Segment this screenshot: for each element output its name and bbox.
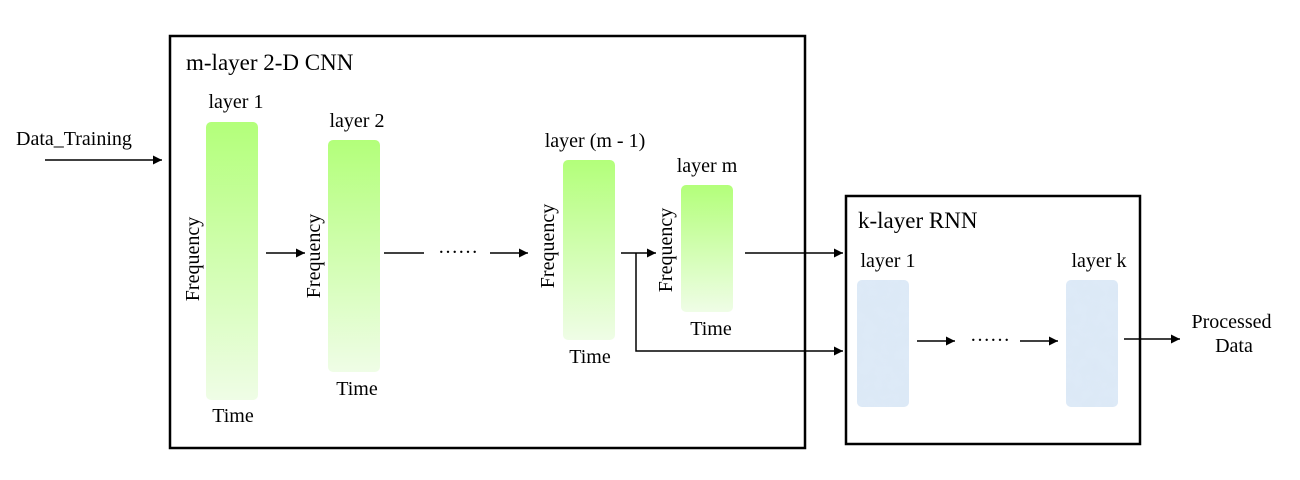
time-axis-label: Time	[690, 318, 732, 340]
cnn-layer-label: layer (m - 1)	[545, 130, 646, 152]
cnn-feature-map	[563, 160, 615, 340]
rnn-title: k-layer RNN	[858, 208, 978, 233]
cnn-ellipsis: ……	[438, 236, 478, 258]
rnn-ellipsis: ……	[970, 324, 1010, 346]
cnn-feature-map	[206, 122, 258, 400]
cnn-box	[168, 34, 807, 450]
rnn-box	[844, 194, 1142, 446]
cnn-layer: layer (m - 1) Frequency Time	[537, 130, 645, 368]
cnn-title: m-layer 2-D CNN	[186, 50, 354, 75]
frequency-axis-label: Frequency	[655, 208, 677, 292]
rnn-layer: layer 1	[857, 250, 915, 407]
rnn-cell	[1066, 280, 1118, 407]
cnn-layer: layer m Frequency Time	[655, 155, 738, 340]
cnn-feature-map	[328, 140, 380, 372]
time-axis-label: Time	[336, 378, 378, 400]
output-label-line: Processed	[1192, 311, 1272, 333]
rnn-layer-label: layer 1	[861, 250, 916, 272]
frequency-axis-label: Frequency	[303, 214, 325, 298]
rnn-layer: layer k	[1066, 250, 1126, 407]
cnn-layer-label: layer 2	[330, 110, 385, 132]
rnn-cell	[857, 280, 909, 407]
cnn-layer: layer 1 Frequency Time	[182, 91, 263, 427]
frequency-axis-label: Frequency	[537, 204, 559, 288]
cnn-layer-label: layer m	[677, 155, 738, 177]
cnn-layer: layer 2 Frequency Time	[303, 110, 384, 400]
skip-connection-arrow	[635, 253, 843, 356]
time-axis-label: Time	[212, 405, 254, 427]
time-axis-label: Time	[569, 346, 611, 368]
cnn-feature-map	[681, 185, 733, 312]
output-label: Processed Data	[1192, 311, 1277, 357]
input-label: Data_Training	[16, 128, 132, 150]
frequency-axis-label: Frequency	[182, 217, 204, 301]
rnn-layer-label: layer k	[1072, 250, 1127, 272]
output-label-line: Data	[1215, 335, 1253, 357]
cnn-layer-label: layer 1	[209, 91, 264, 113]
